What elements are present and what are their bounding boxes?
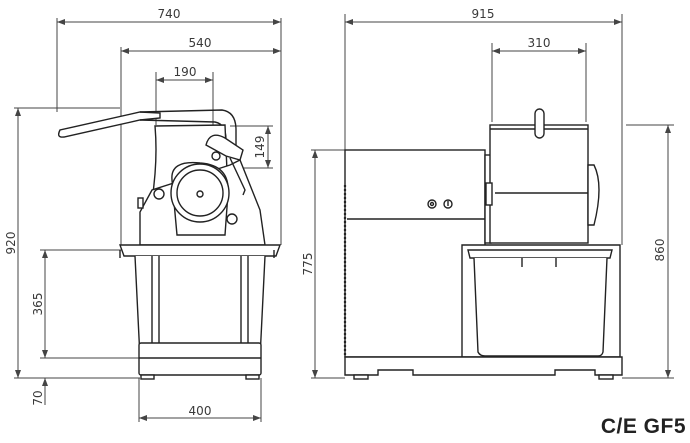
dim-149: 149 — [253, 136, 267, 159]
drum-latch — [534, 108, 545, 139]
lever-handle — [57, 111, 161, 138]
base-plate — [119, 244, 281, 257]
stand-base — [138, 342, 262, 376]
dimension-lines-front — [14, 18, 282, 422]
dim-920: 920 — [4, 232, 18, 255]
side-machine-outline — [343, 108, 623, 380]
side-view: 915 310 775 860 — [301, 7, 674, 380]
front-machine-outline — [57, 109, 281, 380]
dim-860: 860 — [653, 239, 667, 262]
dim-915: 915 — [472, 7, 495, 21]
dim-775: 775 — [301, 253, 315, 276]
side-base — [344, 356, 623, 376]
drum-cap — [587, 164, 600, 226]
front-view: 740 540 190 149 920 365 70 400 — [4, 7, 282, 422]
dim-740: 740 — [158, 7, 181, 21]
side-collection-bin — [473, 257, 608, 357]
motor-disc — [170, 163, 230, 223]
model-title: C/E GF5 — [600, 415, 686, 438]
grater-drum — [489, 124, 589, 244]
start-button — [427, 199, 437, 209]
dim-540: 540 — [189, 36, 212, 50]
dim-365: 365 — [31, 293, 45, 316]
dim-190: 190 — [174, 65, 197, 79]
stop-button — [443, 199, 453, 209]
dimension-lines-side — [311, 14, 674, 379]
dim-400: 400 — [189, 404, 212, 418]
dim-310: 310 — [528, 36, 551, 50]
dim-70: 70 — [31, 390, 45, 405]
locking-clamp — [205, 134, 244, 161]
